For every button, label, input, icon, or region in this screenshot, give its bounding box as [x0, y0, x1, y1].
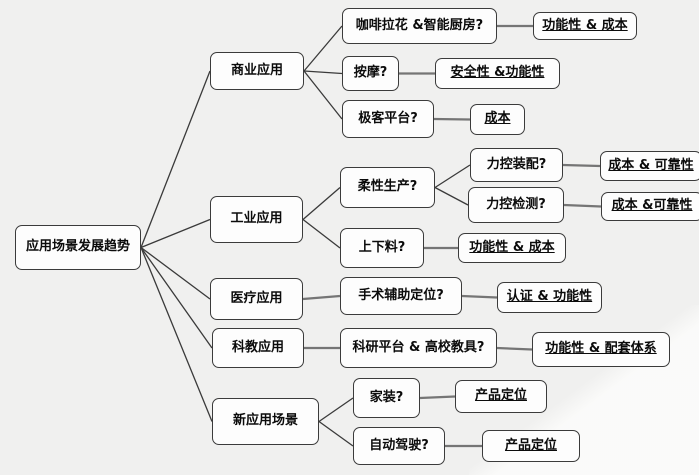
node-safety-functionality-label: 安全性 &功能性: [450, 65, 545, 81]
node-massage-label: 按摩?: [353, 65, 388, 81]
node-cost-reliability-label: 成本 & 可靠性: [608, 157, 694, 173]
edge-industrial-flexible: [302, 187, 341, 220]
edge-commercial-geek: [303, 70, 343, 120]
node-product-positioning-1-label: 产品定位: [474, 388, 527, 404]
node-cost[interactable]: 成本: [470, 104, 525, 135]
node-functionality-support-system-label: 功能性 & 配套体系: [545, 341, 657, 357]
edge-root-medical: [140, 246, 211, 300]
node-safety-functionality[interactable]: 安全性 &功能性: [435, 58, 560, 89]
node-flexible-production-label: 柔性生产?: [357, 179, 418, 195]
node-home-decoration-label: 家装?: [369, 389, 404, 405]
edge-commercial-massage: [303, 70, 343, 75]
node-autonomous-driving[interactable]: 自动驾驶?: [353, 427, 445, 465]
edge-root-newapp: [140, 247, 213, 422]
node-medical-application[interactable]: 医疗应用: [210, 278, 303, 320]
edge-platform-criteria: [496, 346, 533, 351]
node-commercial-application-label: 商业应用: [230, 62, 283, 78]
edge-flexible-assembly: [434, 164, 471, 189]
edge-inspection-criteria: [563, 203, 602, 208]
node-cost-reliability-2[interactable]: 成本 &可靠性: [601, 192, 699, 221]
node-new-application-scenarios[interactable]: 新应用场景: [212, 398, 319, 445]
node-flexible-production[interactable]: 柔性生产?: [340, 167, 435, 208]
node-certification-functionality[interactable]: 认证 & 功能性: [497, 282, 602, 313]
node-loading-unloading[interactable]: 上下料?: [340, 228, 424, 268]
node-surgical-assist-positioning[interactable]: 手术辅助定位?: [340, 277, 462, 315]
edge-root-commercial: [140, 70, 211, 248]
node-root-label: 应用场景发展趋势: [25, 239, 130, 255]
node-massage[interactable]: 按摩?: [342, 56, 399, 91]
edge-newapp-auto: [318, 420, 354, 447]
node-force-control-inspection-label: 力控检测?: [486, 196, 546, 212]
node-home-decoration[interactable]: 家装?: [353, 378, 420, 418]
node-industrial-application-label: 工业应用: [230, 211, 283, 227]
node-autonomous-driving-label: 自动驾驶?: [369, 437, 429, 453]
node-research-platform-teaching-aids-label: 科研平台 & 高校教具?: [352, 339, 485, 355]
node-certification-functionality-label: 认证 & 功能性: [506, 289, 593, 305]
node-cost-label: 成本: [484, 111, 511, 127]
node-geek-platform-label: 极客平台?: [358, 110, 418, 126]
node-force-control-inspection[interactable]: 力控检测?: [468, 187, 564, 223]
node-surgical-assist-positioning-label: 手术辅助定位?: [358, 287, 444, 303]
edge-root-industrial: [140, 218, 211, 249]
node-coffee-latte-smart-kitchen[interactable]: 咖啡拉花 &智能厨房?: [342, 8, 497, 44]
edge-commercial-coffee: [303, 25, 343, 72]
edge-geek-criteria: [433, 117, 471, 121]
node-industrial-application[interactable]: 工业应用: [210, 196, 303, 243]
edge-assembly-criteria: [562, 163, 601, 168]
edge-root-science: [140, 247, 213, 349]
node-force-control-assembly-label: 力控装配?: [486, 156, 547, 172]
edge-surgery-criteria: [461, 294, 498, 299]
node-functionality-cost-2[interactable]: 功能性 & 成本: [458, 233, 566, 263]
node-functionality-cost-2-label: 功能性 & 成本: [469, 239, 555, 255]
node-root[interactable]: 应用场景发展趋势: [15, 225, 141, 270]
node-product-positioning-2[interactable]: 产品定位: [482, 430, 580, 462]
node-research-platform-teaching-aids[interactable]: 科研平台 & 高校教具?: [340, 328, 497, 368]
node-coffee-latte-smart-kitchen-label: 咖啡拉花 &智能厨房?: [355, 17, 484, 33]
edge-flexible-inspection: [434, 186, 469, 206]
node-functionality-support-system[interactable]: 功能性 & 配套体系: [532, 332, 670, 367]
node-functionality-cost-label: 功能性 & 成本: [542, 17, 628, 33]
node-commercial-application[interactable]: 商业应用: [210, 52, 304, 90]
node-cost-reliability[interactable]: 成本 & 可靠性: [600, 151, 699, 181]
node-product-positioning-1[interactable]: 产品定位: [455, 380, 547, 413]
node-science-education-application-label: 科教应用: [231, 339, 284, 355]
edge-industrial-loading: [302, 218, 341, 249]
node-force-control-assembly[interactable]: 力控装配?: [470, 148, 563, 182]
node-new-application-scenarios-label: 新应用场景: [232, 413, 298, 429]
edge-home-criteria: [419, 395, 456, 400]
node-product-positioning-2-label: 产品定位: [504, 437, 557, 453]
edge-medical-surgery: [302, 294, 341, 301]
node-geek-platform[interactable]: 极客平台?: [342, 100, 434, 138]
node-medical-application-label: 医疗应用: [230, 290, 283, 306]
node-science-education-application[interactable]: 科教应用: [212, 328, 304, 368]
node-loading-unloading-label: 上下料?: [358, 239, 406, 255]
node-cost-reliability-2-label: 成本 &可靠性: [611, 198, 693, 214]
node-functionality-cost[interactable]: 功能性 & 成本: [533, 12, 637, 40]
edge-newapp-home: [318, 397, 354, 423]
